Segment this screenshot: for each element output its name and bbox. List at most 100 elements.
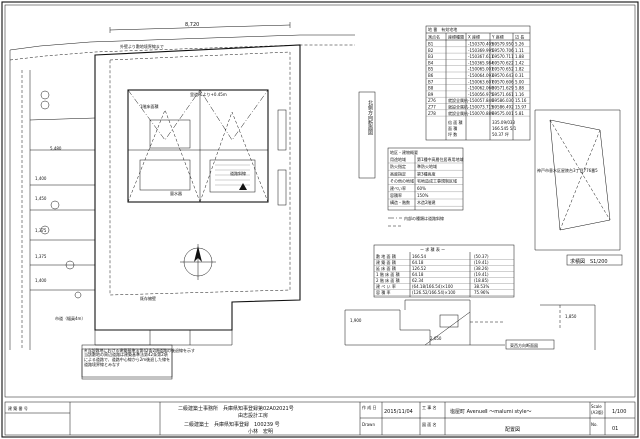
coord-cell: 5.81 xyxy=(515,111,524,116)
coord-cell: B6 xyxy=(428,73,434,78)
svg-text:1,400: 1,400 xyxy=(35,278,47,283)
coord-cell: 0.31 xyxy=(515,73,524,78)
regulation-label: 構造・階数 xyxy=(390,199,410,205)
coord-cell: 69570.706 xyxy=(492,48,514,53)
area-value: 126.52 xyxy=(412,266,426,271)
coord-cell: 69579.950 xyxy=(492,42,514,47)
coord-cell: B4 xyxy=(428,60,434,65)
coord-cell: 1.82 xyxy=(515,67,524,72)
coord-cell: 5.26 xyxy=(515,42,524,47)
regulation-value: 第1種中高層住居専用地域 xyxy=(417,156,464,162)
coord-cell: -150370.405 xyxy=(468,42,494,47)
number-value: 01 xyxy=(612,426,618,432)
area-label: 容 積 率 xyxy=(376,289,391,295)
coord-cell: B3 xyxy=(428,54,434,59)
dimension-left: 5,480 xyxy=(50,146,62,151)
coord-cell: -150063.607 xyxy=(468,79,494,84)
coord-cell: B5 xyxy=(428,67,434,72)
coord-summary-label: 面 積 xyxy=(448,125,457,131)
regulation-value: 60% xyxy=(417,186,426,191)
regulation-value: 準防火地域 xyxy=(417,163,437,169)
coord-cell: -150062.060 xyxy=(468,86,494,91)
regulation-label: 容積率 xyxy=(390,192,402,198)
coord-cell: 69571.661 xyxy=(492,92,514,97)
coord-cell: 1.11 xyxy=(515,48,524,53)
area-value: 62.34 xyxy=(412,278,424,283)
coord-table-title: 地 番 有効宅地 xyxy=(428,26,457,32)
coord-header: Y 座標 xyxy=(491,34,504,40)
area-value: 64.18 xyxy=(412,260,424,265)
svg-text:1,850: 1,850 xyxy=(565,314,577,319)
svg-text:2,650: 2,650 xyxy=(430,336,442,341)
dimension-top: 8,720 xyxy=(185,22,199,28)
coord-summary-value: 335.09/033 xyxy=(492,120,515,125)
coord-cell: 69571.629 xyxy=(492,86,514,91)
scale-label: Scale xyxy=(591,404,602,409)
coord-header: 辺 長 xyxy=(515,34,524,40)
coord-cell: 5.88 xyxy=(515,86,524,91)
office-line-2b: 小林 宏明 xyxy=(248,428,273,435)
area-label: 2 階 床 面 積 xyxy=(376,277,400,283)
north-section-title: 北側方向断面図 xyxy=(367,99,373,136)
road-note: 当該敷地の周辺道路は建築基準法第42条第2項による道路で、道路中心線から2m後退… xyxy=(81,348,173,380)
area-extra: 75.96% xyxy=(474,290,489,295)
regulations-table: 地区・建物概要 用途地域第1種中高層住居専用地域防火指定準防火地域高度指定第3種… xyxy=(387,147,464,211)
title-block: 建 築 番 号 二級建築士事務所 兵庫県知事登録第02A02021号 由志設計工… xyxy=(4,401,636,436)
coord-cell: Z76 xyxy=(428,98,436,103)
coord-cell: B7 xyxy=(428,79,434,84)
area-label: 延 床 面 積 xyxy=(376,265,396,271)
area-extra: (38.26) xyxy=(474,266,489,271)
area-label: 建 築 面 積 xyxy=(376,259,396,265)
area-extra: (18.85) xyxy=(474,278,489,283)
house-note: 内部の種類は道路斜線 xyxy=(404,215,444,221)
road-slant-label: 道路斜線 xyxy=(230,170,246,176)
area-value: 166.54 xyxy=(412,254,426,259)
coord-cell: -150064.093 xyxy=(468,73,494,78)
coord-cell: -150367.611 xyxy=(468,54,494,59)
coord-header: 測点名 xyxy=(428,34,440,40)
legend: 内部の種類は道路斜線 xyxy=(388,215,444,227)
coord-summary-value: 50.37 坪 xyxy=(492,131,509,137)
scale-value: 1/100 xyxy=(612,409,626,415)
regulation-value: 木造2階建 xyxy=(417,199,436,205)
coord-cell: 69570.711 xyxy=(492,54,514,59)
area-extra: (19.41) xyxy=(474,260,489,265)
coord-cell: 69570.652 xyxy=(492,67,514,72)
coord-cell: B9 xyxy=(428,92,434,97)
scale-size: (A3版) xyxy=(591,409,604,415)
coord-cell: 就設全属杭 xyxy=(448,97,468,103)
site-ratio-label: 求積図 S1/200 xyxy=(570,258,608,265)
coord-summary-label: 坪 数 xyxy=(448,131,457,137)
regulations-title: 地区・建物概要 xyxy=(390,149,418,155)
regulation-label: 建ぺい率 xyxy=(390,185,406,191)
building-footprint xyxy=(127,89,269,203)
area-label: 敷 地 面 積 xyxy=(376,253,396,259)
area-value: (64.18/166.54)×100 xyxy=(412,284,453,289)
note-mid: 里道PLより+0.45m xyxy=(190,91,227,97)
area-value: (126.52/166.54)×100 xyxy=(412,290,456,295)
setback-note: ※当該敷地における建築基準法第42条2項道路の後退線を示す xyxy=(84,347,195,353)
drawing-area xyxy=(4,4,636,398)
address-note: 神戸市垂水区星陵台3丁目776番5 xyxy=(537,167,598,173)
coord-cell: 69586.030 xyxy=(492,98,514,103)
coord-cell: 1.42 xyxy=(515,60,524,65)
building-label: 1階床面積 xyxy=(140,103,159,109)
coord-cell: Z77 xyxy=(428,105,436,110)
site-plan: 8,720 1,400 1,450 1,375 1,375 1,400 5,48… xyxy=(9,22,355,378)
svg-text:1,375: 1,375 xyxy=(35,228,47,233)
area-label: 1 階 床 面 積 xyxy=(376,271,400,277)
coord-cell: -150365.984 xyxy=(468,60,494,65)
coord-cell: B8 xyxy=(428,86,434,91)
coord-cell: 15.97 xyxy=(515,105,527,110)
coord-cell: Z78 xyxy=(428,111,436,116)
number-label: No. xyxy=(591,422,598,427)
office-line-1b: 由志設計工房 xyxy=(238,412,268,419)
coord-cell: 69570.606 xyxy=(492,79,514,84)
coord-cell: 就設全属杭 xyxy=(448,104,468,110)
coord-cell: -150056.975 xyxy=(468,92,494,97)
neighbor-lots: 1,400 1,450 1,375 1,375 1,400 5,480 xyxy=(29,90,96,299)
area-value: 64.18 xyxy=(412,272,424,277)
road-note-line: 当該敷地の周辺道路は建築基準法第42条第2項 xyxy=(84,351,168,357)
svg-text:1,400: 1,400 xyxy=(35,176,47,181)
